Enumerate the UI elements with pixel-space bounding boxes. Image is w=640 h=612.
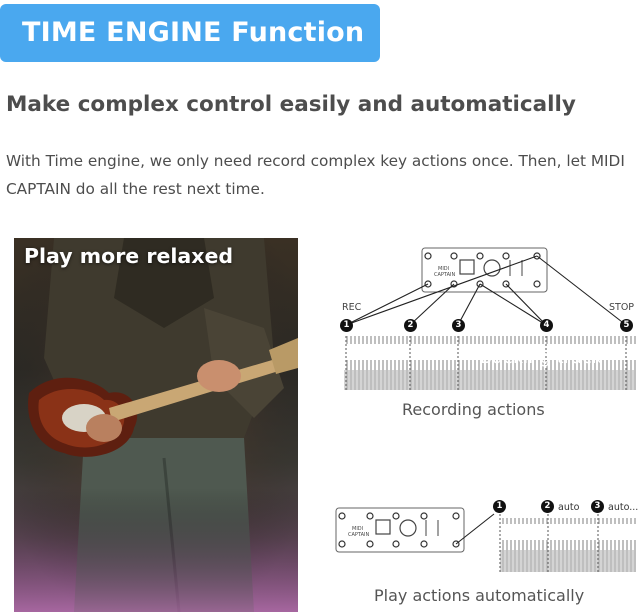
section-badge: TIME ENGINE Function [0,4,380,62]
device-model-bottom: CAPTAIN [348,532,370,538]
marker-5: 5 [620,319,633,332]
playback-device-icon [335,507,465,553]
headline: Make complex control easily and automati… [6,92,576,117]
auto-label-1: auto [558,502,580,513]
auto-label-2: auto... [608,502,639,513]
play-marker-1: 1 [493,500,506,513]
marker-3: 3 [452,319,465,332]
recording-caption: Recording actions [402,400,545,419]
device-brand-bottom: MIDI [352,526,364,532]
description: With Time engine, we only need record co… [6,152,625,198]
time-engine-diagram: REC STOP MIDI CAPTAIN 1 2 3 4 5 Backing … [330,232,640,612]
play-marker-3: 3 [591,500,604,513]
backing-track-label: Backing track [480,348,603,368]
device-brand-top: MIDI [438,266,450,272]
marker-4: 4 [540,319,553,332]
marker-1: 1 [340,319,353,332]
photo-title: Play more relaxed [24,244,234,268]
guitarist-illustration [14,238,298,612]
playback-caption: Play actions automatically [374,586,585,605]
stop-label: STOP [609,302,635,313]
play-marker-2: 2 [541,500,554,513]
rec-label: REC [342,302,362,313]
diagram-graphics [335,247,636,574]
device-model-top: CAPTAIN [434,272,456,278]
marker-2: 2 [404,319,417,332]
guitarist-photo: Play more relaxed [14,238,298,612]
